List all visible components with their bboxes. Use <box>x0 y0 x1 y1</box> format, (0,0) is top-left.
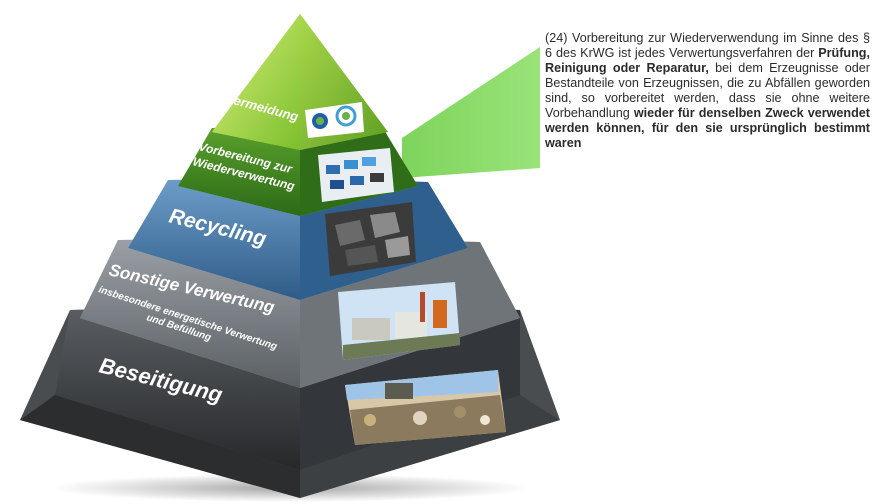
note-bold-1: Prüfung, Reinigung oder Reparatur, <box>545 46 870 75</box>
level-vermeidung: Vermeidung <box>212 14 388 150</box>
toy-cars-image <box>318 148 394 202</box>
scrap-metal-image <box>325 202 416 276</box>
level-recycling: Recycling <box>128 178 468 300</box>
level-beseitigung: Beseitigung <box>20 305 560 498</box>
level-vorbereitung: Vorbereitung zur Wiederverwertung <box>178 126 418 216</box>
note-bold-2: wieder für denselben Zweck verwendet wer… <box>545 106 870 150</box>
definition-note: (24) Vorbereitung zur Wiederverwendung i… <box>545 31 870 151</box>
landfill-image <box>345 370 506 445</box>
eco-labels-image <box>305 102 364 138</box>
incineration-plant-image <box>338 282 460 360</box>
highlight-beam <box>402 47 540 178</box>
note-text-1: (24) Vorbereitung zur Wiederverwendung i… <box>545 31 870 60</box>
note-text-2: bei dem Erzeugnisse oder Bestandteile vo… <box>545 61 870 120</box>
